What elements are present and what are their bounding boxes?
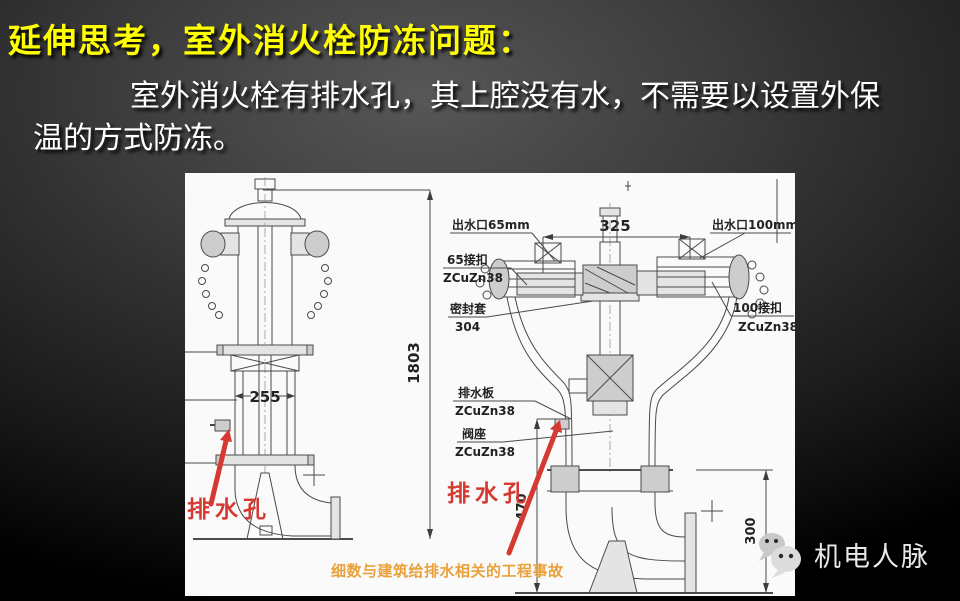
label-coupling-100-material: ZCuZn38	[738, 320, 795, 334]
dim-span-325: 325	[599, 217, 630, 235]
left-outlet-cap	[198, 230, 240, 319]
outlet-flange-right	[684, 512, 697, 594]
right-hydrant-section-view: 325	[443, 179, 798, 594]
body-line-2: 温的方式防冻。	[33, 122, 243, 155]
hydrant-bonnet	[228, 202, 302, 220]
label-seal-sleeve-material: 304	[455, 320, 480, 334]
left-hydrant-view: 1803	[185, 177, 433, 540]
dim-width-255: 255	[249, 388, 280, 406]
label-coupling-65-material: ZCuZn38	[443, 271, 503, 285]
label-outlet-100: 出水口100mm	[712, 217, 795, 232]
drain-hole-arrow-right	[506, 428, 559, 556]
brand-name: 机电人脉	[814, 541, 930, 572]
diagram-panel: 1803	[185, 173, 798, 596]
label-coupling-65: 65接扣	[447, 252, 488, 267]
slide-title: 延伸思考，室外消火栓防冻问题：	[8, 22, 533, 59]
body-line-1: 室外消火栓有排水孔，其上腔没有水，不需要以设置外保	[130, 80, 880, 113]
drain-hole-label-left: 排水孔	[187, 496, 271, 522]
dim-height-1803: 1803	[405, 342, 423, 384]
drain-hole-arrow-left	[208, 438, 229, 507]
label-drain-plate: 排水板	[458, 385, 495, 400]
label-valve-seat: 阀座	[462, 426, 486, 441]
label-valve-seat-material: ZCuZn38	[455, 445, 515, 459]
drain-hole-label-right: 排水孔	[447, 480, 531, 506]
part-labels-right: 出水口100mm 100接扣 ZCuZn38	[699, 217, 798, 334]
hydrant-engineering-drawing: 1803	[185, 177, 798, 594]
label-coupling-100: 100接扣	[733, 300, 782, 315]
brand-footer: 机电人脉	[755, 528, 930, 580]
outlet-65-assembly	[475, 242, 584, 300]
diagram-caption: 细数与建筑给排水相关的工程事故	[331, 563, 564, 580]
wechat-icon	[759, 533, 801, 578]
outlet-100-assembly	[636, 238, 769, 319]
label-seal-sleeve: 密封套	[450, 301, 487, 316]
part-labels-left: 出水口65mm 65接扣 ZCuZn38 密封套 304 排水板 ZCuZn38	[443, 217, 614, 459]
dim-height-300: 300	[744, 517, 759, 544]
slide-body: 室外消火栓有排水孔，其上腔没有水，不需要以设置外保 温的方式防冻。	[33, 76, 943, 160]
label-outlet-65: 出水口65mm	[452, 217, 530, 232]
right-outlet-cap	[290, 230, 332, 319]
label-drain-plate-material: ZCuZn38	[455, 404, 515, 418]
drain-valve-left	[214, 419, 231, 432]
